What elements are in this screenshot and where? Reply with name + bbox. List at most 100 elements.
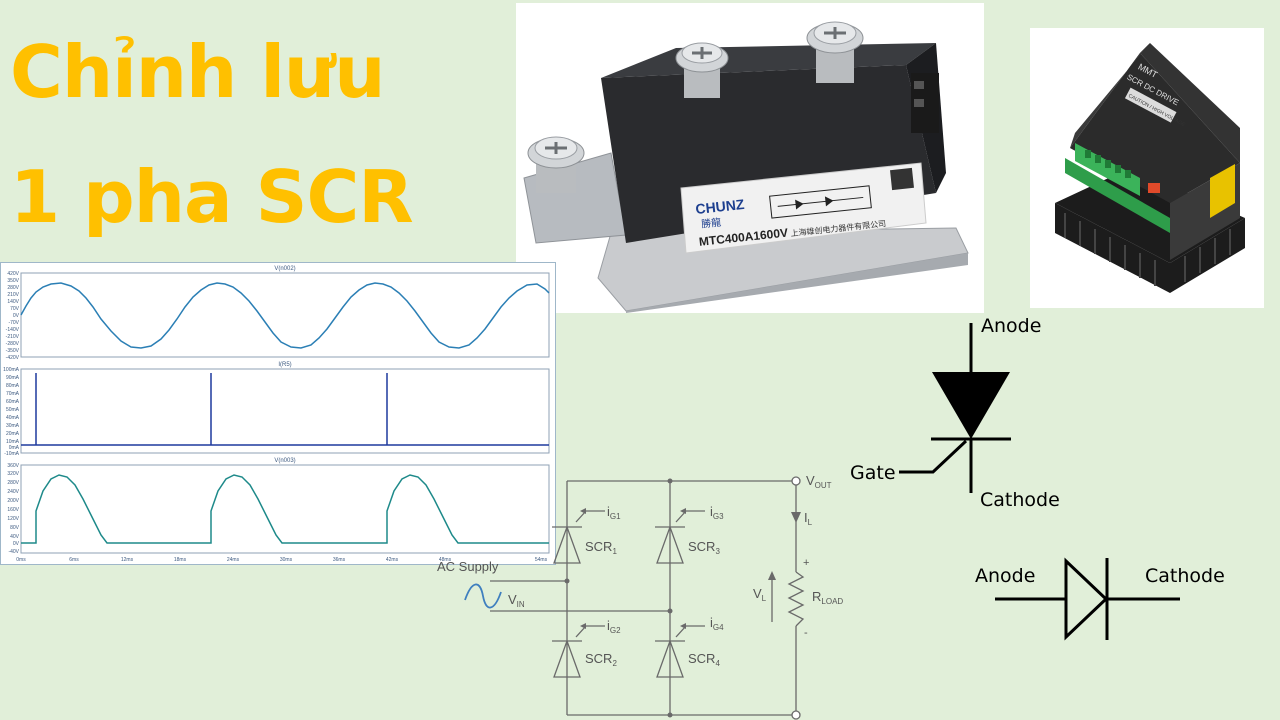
scr3-main: SCR	[688, 539, 715, 554]
scr2-sub: 2	[612, 659, 617, 668]
panel1-tick: 350V	[7, 278, 19, 284]
ig4-sub: G4	[713, 623, 724, 632]
scr-anode-label: Anode	[981, 315, 1041, 337]
scr3-sub: 3	[715, 547, 720, 556]
vl-sub: L	[762, 594, 767, 603]
bridge-rectifier-circuit	[490, 480, 797, 716]
panel3-tick: 200V	[7, 498, 19, 504]
ac-source-icon	[464, 583, 502, 609]
scr2-label: SCR2	[585, 651, 617, 668]
x-tick: 54ms	[535, 557, 548, 563]
x-tick: 30ms	[280, 557, 293, 563]
panel3-tick: 280V	[7, 480, 19, 486]
panel2-tick: 20mA	[6, 431, 20, 437]
diode-schematic-symbol	[995, 557, 1180, 641]
panel3-tick: 0V	[13, 541, 20, 547]
panel1-tick: -420V	[6, 355, 20, 361]
diode-cathode-label: Cathode	[1145, 565, 1225, 587]
ig2-main: i	[607, 618, 610, 633]
panel2-tick: 100mA	[3, 367, 20, 373]
plus-label: +	[803, 557, 809, 569]
x-tick: 0ms	[16, 557, 26, 563]
load-resistor	[787, 571, 805, 627]
vin-label: VIN	[508, 592, 525, 609]
module-brand: CHUNZ	[695, 196, 746, 217]
il-label: IL	[804, 510, 813, 527]
waveform-plot: V(n002) 420V 350V 280V 210V 140V 70V 0V …	[0, 262, 556, 565]
vin-sub: IN	[517, 600, 525, 609]
ig2-label: iG2	[607, 618, 621, 635]
title-line-1: Chỉnh lưu	[10, 30, 386, 114]
panel3-tick: 160V	[7, 507, 19, 513]
panel1-tick: -210V	[6, 334, 20, 340]
x-ticks: 0ms 6ms 12ms 18ms 24ms 30ms 36ms 42ms 48…	[16, 557, 547, 563]
x-tick: 48ms	[439, 557, 452, 563]
ig3-label: iG3	[710, 504, 724, 521]
panel2-tick: 50mA	[6, 407, 20, 413]
panel1-tick: -280V	[6, 341, 20, 347]
ig4-main: i	[710, 615, 713, 630]
scr4	[655, 639, 685, 678]
module-brand-sub: 勝龍	[700, 215, 721, 230]
panel3-tick: 240V	[7, 489, 19, 495]
vout-sub: OUT	[815, 481, 832, 490]
ig3-main: i	[710, 504, 713, 519]
ig2-sub: G2	[610, 626, 621, 635]
ig3-sub: G3	[713, 512, 724, 521]
scr3	[655, 525, 685, 564]
panel3-tick: 320V	[7, 471, 19, 477]
title-line-2: 1 pha SCR	[10, 155, 414, 239]
ig1-sub: G1	[610, 512, 621, 521]
vl-label: VL	[753, 586, 767, 603]
vin-main: V	[508, 592, 517, 607]
panel3-tick: 360V	[7, 463, 19, 469]
panel3-title: V(n003)	[274, 458, 295, 464]
rload-label: RLOAD	[812, 589, 843, 606]
panel1-tick: 280V	[7, 285, 19, 291]
scr1	[552, 525, 582, 564]
panel1-ticks: 420V 350V 280V 210V 140V 70V 0V -70V -14…	[6, 271, 20, 361]
il-main: I	[804, 510, 808, 525]
panel2-tick: -10mA	[4, 451, 19, 457]
panel2-tick: 60mA	[6, 399, 20, 405]
panel3-tick: 80V	[10, 525, 20, 531]
vout-label: VOUT	[806, 473, 832, 490]
panel1-tick: -70V	[8, 320, 19, 326]
scr-dc-drive-photo: MMT SCR DC DRIVE CAUTION / HIGH VOLTAGE	[1030, 28, 1264, 308]
panel2-tick: 30mA	[6, 423, 20, 429]
panel2-tick: 90mA	[6, 375, 20, 381]
vout-terminal	[791, 476, 801, 486]
x-tick: 36ms	[333, 557, 346, 563]
minus-label: -	[804, 627, 808, 639]
panel1-tick: 420V	[7, 271, 19, 277]
panel1-tick: -350V	[6, 348, 20, 354]
scr1-label: SCR1	[585, 539, 617, 556]
rload-sub: LOAD	[821, 597, 843, 606]
vl-main: V	[753, 586, 762, 601]
ig4-label: iG4	[710, 615, 724, 632]
x-tick: 24ms	[227, 557, 240, 563]
x-tick: 18ms	[174, 557, 187, 563]
panel1-tick: 210V	[7, 292, 19, 298]
panel2-tick: 0mA	[9, 445, 20, 451]
panel1-tick: 140V	[7, 299, 19, 305]
panel3-tick: 120V	[7, 516, 19, 522]
scr4-sub: 4	[715, 659, 720, 668]
panel2-tick: 40mA	[6, 415, 20, 421]
ground-terminal	[791, 710, 801, 720]
panel1-title: V(n002)	[274, 266, 295, 272]
x-tick: 42ms	[386, 557, 399, 563]
diode-anode-label: Anode	[975, 565, 1035, 587]
scr4-main: SCR	[688, 651, 715, 666]
scr2-main: SCR	[585, 651, 612, 666]
rload-main: R	[812, 589, 821, 604]
sine-trace	[20, 282, 550, 349]
ig1-main: i	[607, 504, 610, 519]
panel3-tick: -40V	[8, 549, 19, 555]
scr-module-photo: CHUNZ 勝龍 MTC400A1600V 上海雄创电力器件有限公司	[516, 3, 984, 313]
gate-pulse-trace	[21, 373, 549, 446]
panel2-tick: 10mA	[6, 439, 20, 445]
scr3-label: SCR3	[688, 539, 720, 556]
panel1-tick: 70V	[10, 306, 20, 312]
